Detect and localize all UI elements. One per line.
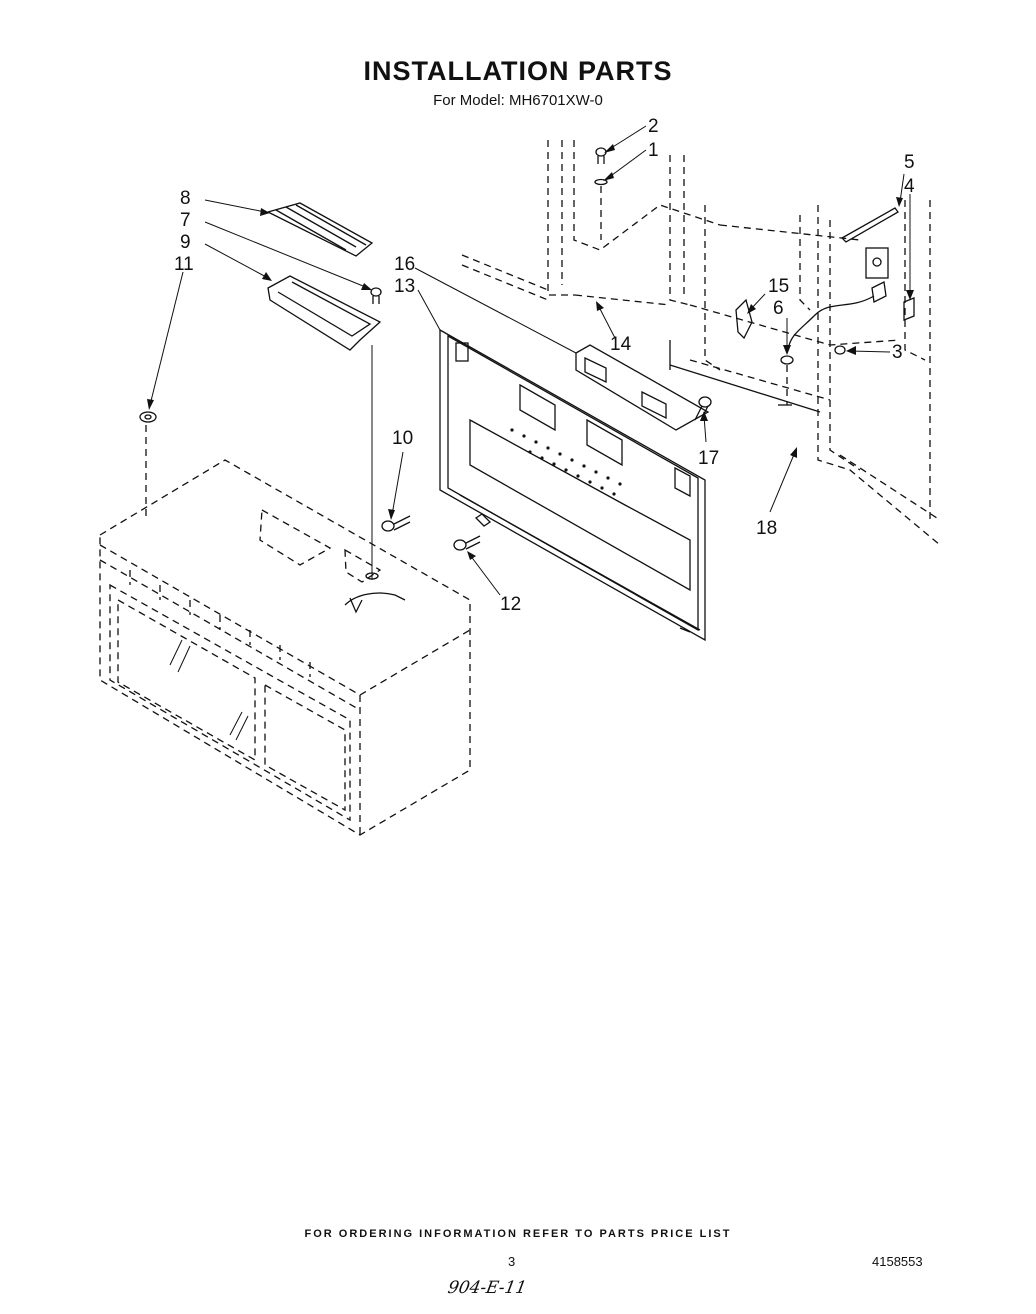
callout-4: 4 <box>904 176 915 197</box>
handwritten-note: 904-E-11 <box>446 1278 529 1298</box>
callout-15: 15 <box>768 276 789 297</box>
callout-7: 7 <box>180 210 191 231</box>
page-title: INSTALLATION PARTS <box>363 56 673 86</box>
document-number: 4158553 <box>872 1254 923 1269</box>
callout-10: 10 <box>392 428 413 449</box>
filter-part-8 <box>266 202 374 257</box>
callout-18: 18 <box>756 518 777 539</box>
damper-part-9 <box>267 275 382 351</box>
screw-part-2 <box>595 147 607 164</box>
callout-11: 11 <box>174 254 194 275</box>
ordering-note: FOR ORDERING INFORMATION REFER TO PARTS … <box>304 1228 732 1240</box>
callout-13: 13 <box>394 276 415 297</box>
screw-part-10 <box>381 515 411 532</box>
grommet-part-11 <box>139 411 157 520</box>
callout-leaders <box>147 125 914 596</box>
callout-9: 9 <box>180 232 191 253</box>
callout-16: 16 <box>394 254 415 275</box>
power-cord-assembly <box>735 207 915 406</box>
callout-8: 8 <box>180 188 191 209</box>
bracket-part-16 <box>575 344 710 431</box>
callout-2: 2 <box>648 116 659 137</box>
callout-3: 3 <box>892 342 903 363</box>
callout-14: 14 <box>610 334 632 355</box>
mounting-plate-part-13 <box>439 328 706 642</box>
callout-17: 17 <box>698 448 719 469</box>
callout-12: 12 <box>500 594 521 615</box>
microwave-oven-outline <box>99 459 471 836</box>
washer-part-1 <box>594 178 608 240</box>
callout-labels: 2 1 5 4 8 7 9 11 16 13 15 6 14 3 10 17 1… <box>174 116 915 615</box>
wall-cabinet-outline <box>461 140 941 546</box>
screw-part-12 <box>453 535 481 551</box>
page-number: 3 <box>508 1254 516 1269</box>
callout-5: 5 <box>904 152 915 173</box>
model-subtitle: For Model: MH6701XW-0 <box>433 92 603 109</box>
callout-6: 6 <box>773 298 784 319</box>
callout-1: 1 <box>648 140 659 161</box>
screw-part-7 <box>370 287 382 580</box>
